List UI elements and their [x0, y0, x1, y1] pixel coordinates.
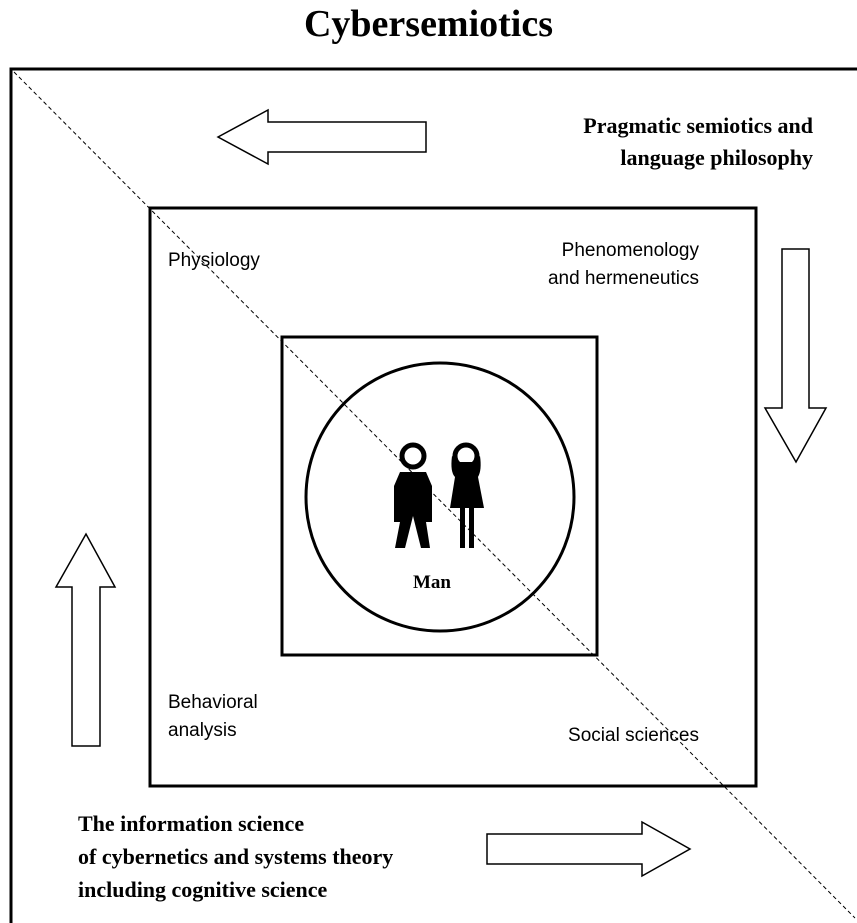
physiology-label: Physiology — [168, 250, 260, 271]
information-science-label-line1: The information science — [78, 811, 305, 836]
pragmatic-semiotics-label-line1: Pragmatic semiotics and — [583, 113, 813, 138]
man-label: Man — [413, 572, 451, 593]
center-circle — [304, 361, 576, 633]
behavioral-analysis-label-line1: Behavioral — [168, 692, 258, 713]
arrow-down — [763, 248, 828, 464]
phenomenology-label-line2: and hermeneutics — [547, 268, 699, 289]
man-figure-icon — [394, 442, 432, 548]
behavioral-analysis-label-line2: analysis — [168, 720, 237, 741]
arrow-up — [54, 532, 117, 747]
arrow-left — [216, 108, 427, 166]
arrow-right — [486, 820, 692, 878]
information-science-label-line3: including cognitive science — [78, 877, 328, 902]
social-sciences-label: Social sciences — [568, 725, 699, 746]
inner-square — [280, 335, 599, 657]
outer-frame — [9, 67, 857, 923]
dashed-diagonal — [13, 71, 856, 919]
diagram-title: Cybersemiotics — [303, 3, 554, 45]
phenomenology-label-line1: Phenomenology — [561, 240, 699, 261]
middle-square — [148, 206, 758, 788]
pragmatic-semiotics-label-line2: language philosophy — [620, 145, 813, 170]
information-science-label-line2: of cybernetics and systems theory — [78, 844, 394, 869]
woman-figure-icon — [450, 442, 484, 548]
